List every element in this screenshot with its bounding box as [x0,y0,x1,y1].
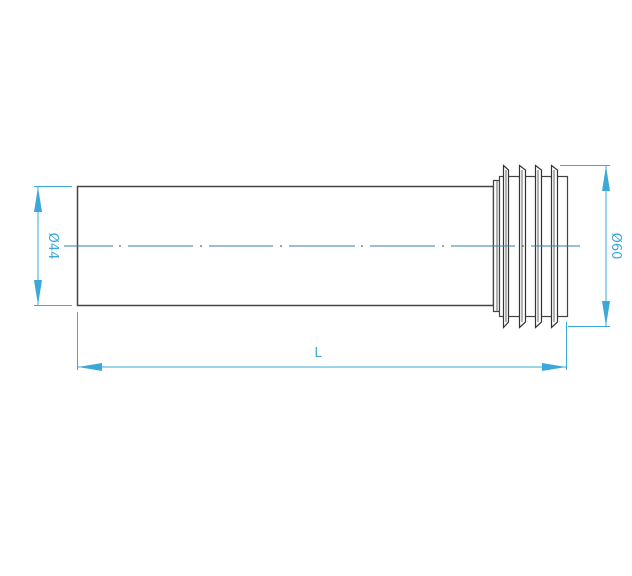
length-label: L [314,346,322,361]
right-diameter-label: Ø60 [608,233,623,260]
left-diameter-label: Ø44 [45,233,60,260]
dimension-right-diameter [560,165,610,327]
dimension-left-diameter [34,186,72,306]
dimension-length [77,312,567,371]
